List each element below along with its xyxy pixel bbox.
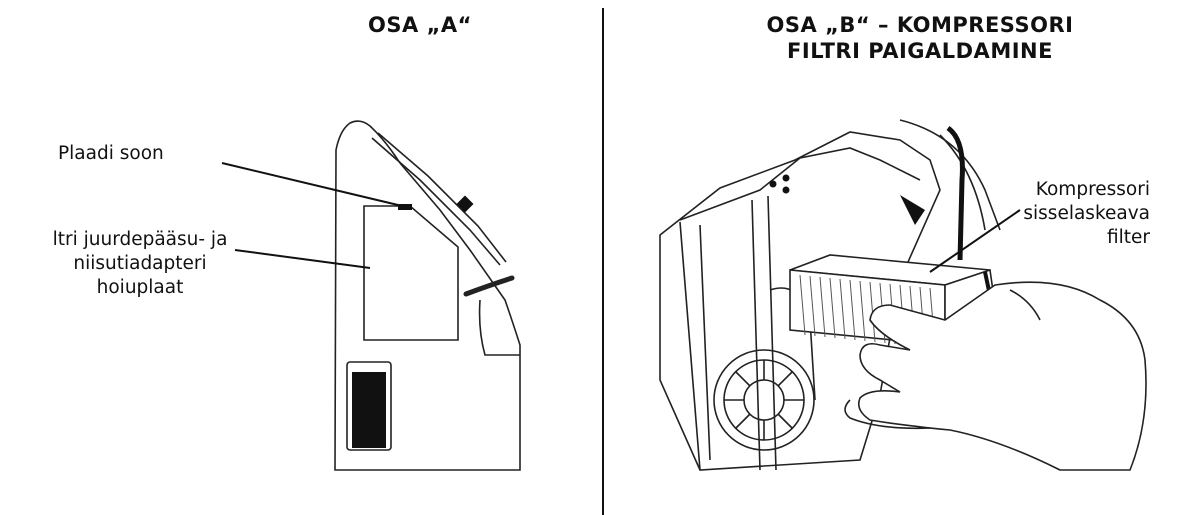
device-side-view: [335, 121, 520, 470]
hand: [845, 282, 1146, 470]
compressor-filter-leader: [930, 210, 1020, 272]
plate-slot-leader: [222, 163, 398, 205]
storage-plate-leader: [235, 250, 370, 268]
